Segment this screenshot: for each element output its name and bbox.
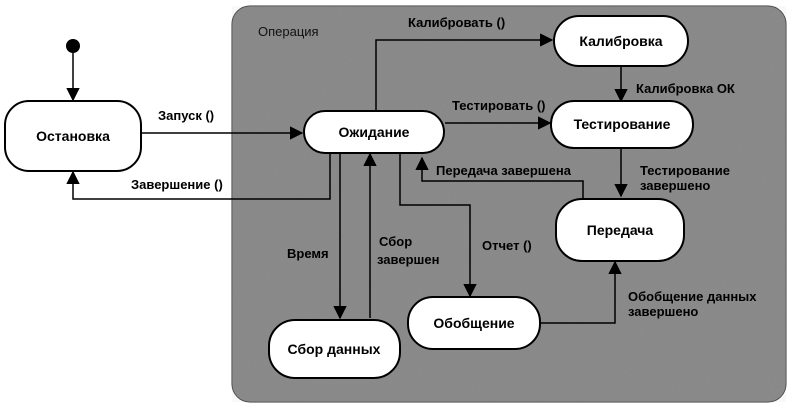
initial-state-dot (66, 39, 80, 53)
state-summarize: Обобщение (407, 296, 541, 350)
label-calibrate-call: Калибровать () (408, 15, 505, 30)
state-transmit: Передача (555, 198, 685, 262)
arrow-finish (66, 148, 331, 200)
state-calibrate: Калибровка (553, 15, 689, 67)
label-collection-done-line2: завершен (377, 252, 439, 267)
state-transmit-label: Передача (587, 222, 654, 238)
label-collection-done-line1: Сбор (379, 234, 412, 249)
state-calibrate-label: Калибровка (579, 33, 662, 49)
label-time: Время (287, 246, 329, 261)
state-collect: Сбор данных (268, 319, 401, 379)
state-collect-label: Сбор данных (288, 341, 381, 357)
arrow-report (399, 152, 477, 298)
label-calibration-ok: Калибровка ОК (636, 81, 735, 96)
label-test-call: Тестировать () (452, 98, 546, 113)
arrow-calibrate (375, 33, 554, 112)
state-test: Тестирование (550, 100, 694, 149)
label-testing-done-line1: Тестирование (640, 163, 730, 178)
arrow-summary-done (541, 260, 622, 324)
label-transfer-done: Передача завершена (436, 163, 572, 178)
state-wait: Ожидание (303, 110, 445, 154)
label-start: Запуск () (158, 108, 214, 123)
state-stop-label: Остановка (36, 128, 110, 144)
state-summarize-label: Обобщение (433, 315, 514, 331)
label-testing-done-line2: завершено (640, 178, 710, 193)
composite-label: Операция (258, 24, 319, 39)
state-wait-label: Ожидание (339, 124, 410, 140)
label-summary-done-line2: завершено (628, 304, 698, 319)
state-stop: Остановка (4, 100, 142, 172)
arrow-transfer-done (415, 156, 584, 201)
state-test-label: Тестирование (574, 116, 671, 132)
label-finish: Завершение () (131, 177, 223, 192)
label-report: Отчет () (482, 238, 532, 253)
label-summary-done-line1: Обобщение данных (628, 289, 757, 304)
